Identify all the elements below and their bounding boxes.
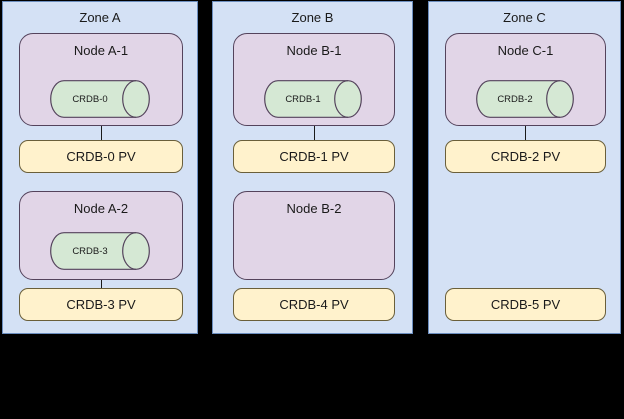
- node-c-1-box: Node C-1 CRDB-2: [445, 33, 606, 126]
- node-a-1-title: Node A-1: [73, 43, 129, 58]
- pv-crdb-5-label: CRDB-5 PV: [490, 297, 561, 312]
- database-crdb-3-label: CRDB-3: [72, 245, 108, 257]
- connector-node-a-1-to-crdb-0-pv: [101, 126, 102, 140]
- pv-crdb-4-label: CRDB-4 PV: [279, 297, 349, 312]
- pv-crdb-2: CRDB-2 PV: [445, 140, 606, 173]
- database-crdb-0: CRDB-0: [50, 80, 156, 118]
- node-a-1-box: Node A-1 CRDB-0: [19, 33, 183, 126]
- pv-crdb-2-label: CRDB-2 PV: [490, 149, 561, 164]
- connector-node-b-1-to-crdb-1-pv: [314, 126, 315, 140]
- pv-crdb-1: CRDB-1 PV: [233, 140, 395, 173]
- zone-a-title: Zone A: [79, 10, 121, 25]
- pv-crdb-4: CRDB-4 PV: [233, 288, 395, 321]
- zone-c-panel: Zone C Node C-1 CRDB-2 CRDB-2 PV CRDB-5 …: [428, 1, 621, 334]
- node-c-1-title: Node C-1: [497, 43, 554, 58]
- database-crdb-3: CRDB-3: [50, 232, 156, 270]
- pv-crdb-3-label: CRDB-3 PV: [66, 297, 136, 312]
- zone-c-title: Zone C: [503, 10, 546, 25]
- node-b-2-title: Node B-2: [286, 201, 342, 216]
- node-a-2-title: Node A-2: [73, 201, 129, 216]
- cylinder-icon: [50, 232, 150, 270]
- zone-a-panel: Zone A Node A-1 CRDB-0 CRDB-0 PV Node A-…: [2, 1, 198, 334]
- node-b-1-title: Node B-1: [286, 43, 342, 58]
- pv-crdb-0: CRDB-0 PV: [19, 140, 183, 173]
- pv-crdb-3: CRDB-3 PV: [19, 288, 183, 321]
- cylinder-icon: [476, 80, 574, 118]
- node-a-2-box: Node A-2 CRDB-3: [19, 191, 183, 280]
- connector-node-a-2-to-crdb-3-pv: [101, 280, 102, 289]
- zone-b-title: Zone B: [291, 10, 334, 25]
- connector-node-c-1-to-crdb-2-pv: [525, 126, 526, 140]
- node-b-2-box: Node B-2: [233, 191, 395, 280]
- cylinder-icon: [264, 80, 362, 118]
- database-crdb-1-label: CRDB-1: [285, 93, 321, 105]
- pv-crdb-0-label: CRDB-0 PV: [66, 149, 136, 164]
- pv-crdb-5: CRDB-5 PV: [445, 288, 606, 321]
- zone-b-panel: Zone B Node B-1 CRDB-1 CRDB-1 PV Node B-…: [212, 1, 413, 334]
- database-crdb-2-label: CRDB-2: [497, 93, 533, 105]
- database-crdb-0-label: CRDB-0: [72, 93, 108, 105]
- database-crdb-1: CRDB-1: [264, 80, 368, 118]
- database-crdb-2: CRDB-2: [476, 80, 580, 118]
- node-b-1-box: Node B-1 CRDB-1: [233, 33, 395, 126]
- cylinder-icon: [50, 80, 150, 118]
- pv-crdb-1-label: CRDB-1 PV: [279, 149, 349, 164]
